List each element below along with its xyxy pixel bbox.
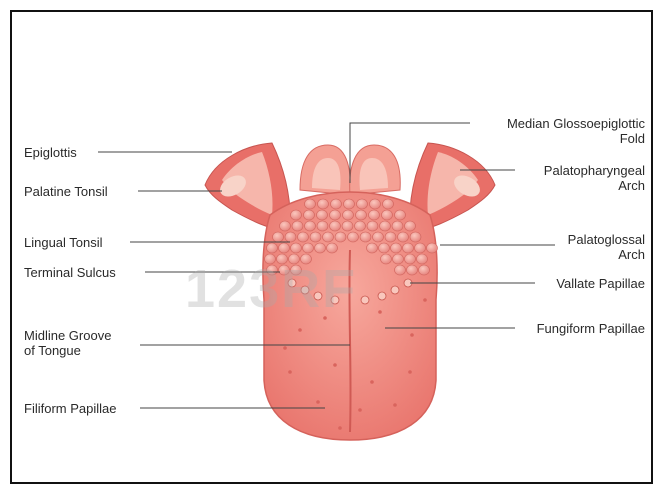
fungiform-dot — [378, 310, 382, 314]
tonsil-bump — [317, 210, 328, 220]
tonsil-bump — [343, 210, 354, 220]
tonsil-bump — [304, 210, 315, 220]
tonsil-bump — [344, 199, 355, 209]
label-terminal-sulcus: Terminal Sulcus — [24, 265, 116, 280]
tonsil-bump — [273, 232, 284, 242]
tonsil-bump — [291, 243, 302, 253]
tonsil-bump — [305, 221, 316, 231]
label-fungiform-papillae: Fungiform Papillae — [537, 321, 645, 336]
tonsil-bump — [381, 254, 392, 264]
tonsil-bump — [407, 265, 418, 275]
tonsil-bump — [285, 232, 296, 242]
fungiform-dot — [408, 370, 412, 374]
fungiform-dot — [358, 408, 362, 412]
label-vallate-papillae: Vallate Papillae — [556, 276, 645, 291]
tonsil-bump — [298, 232, 309, 242]
tonsil-bump — [335, 232, 346, 242]
tonsil-bump — [280, 221, 291, 231]
tonsil-bump — [330, 221, 341, 231]
tonsil-bump — [395, 265, 406, 275]
tonsil-bump — [417, 254, 428, 264]
tonsil-bump — [405, 221, 416, 231]
tonsil-bump — [410, 232, 421, 242]
tonsil-bump — [360, 232, 371, 242]
tonsil-bump — [331, 199, 342, 209]
tonsil-bump — [367, 243, 378, 253]
tonsil-bump — [393, 254, 404, 264]
tonsil-bump — [267, 243, 278, 253]
label-midline-groove: Midline Groove of Tongue — [24, 328, 111, 358]
tonsil-bump — [380, 221, 391, 231]
fungiform-dot — [298, 328, 302, 332]
tonsil-bump — [305, 199, 316, 209]
fungiform-dot — [370, 380, 374, 384]
tonsil-bump — [427, 243, 438, 253]
tonsil-bump — [315, 243, 326, 253]
tonsil-bump — [292, 221, 303, 231]
tonsil-bump — [395, 210, 406, 220]
fungiform-dot — [316, 400, 320, 404]
tonsil-bump — [419, 265, 430, 275]
label-palatopharyngeal-arch: Palatopharyngeal Arch — [544, 163, 645, 193]
tonsil-bump — [330, 210, 341, 220]
fungiform-dot — [288, 370, 292, 374]
label-lingual-tonsil: Lingual Tonsil — [24, 235, 103, 250]
tonsil-bump — [310, 232, 321, 242]
tonsil-bump — [317, 221, 328, 231]
label-median-glossoepiglottic-fold: Median Glossoepiglottic Fold — [507, 116, 645, 146]
fungiform-dot — [333, 363, 337, 367]
tonsil-bump — [323, 232, 334, 242]
tonsil-bump — [303, 243, 314, 253]
tonsil-bump — [382, 210, 393, 220]
tonsil-bump — [318, 199, 329, 209]
tonsil-bump — [383, 199, 394, 209]
vallate-papilla — [378, 292, 386, 300]
fungiform-dot — [283, 346, 287, 350]
fungiform-dot — [423, 298, 427, 302]
tonsil-bump — [342, 221, 353, 231]
label-palatine-tonsil: Palatine Tonsil — [24, 184, 108, 199]
fungiform-dot — [338, 426, 342, 430]
tonsil-bump — [291, 210, 302, 220]
label-palatoglossal-arch: Palatoglossal Arch — [568, 232, 645, 262]
tonsil-bump — [379, 243, 390, 253]
vallate-papilla — [391, 286, 399, 294]
tonsil-bump — [355, 221, 366, 231]
tonsil-bump — [398, 232, 409, 242]
fungiform-dot — [410, 333, 414, 337]
tonsil-bump — [356, 210, 367, 220]
label-filiform-papillae: Filiform Papillae — [24, 401, 116, 416]
tonsil-bump — [369, 210, 380, 220]
tonsil-bump — [370, 199, 381, 209]
tonsil-bump — [357, 199, 368, 209]
watermark: 123RF — [185, 258, 357, 320]
tonsil-bump — [367, 221, 378, 231]
tonsil-bump — [348, 232, 359, 242]
tonsil-bump — [327, 243, 338, 253]
tonsil-bump — [373, 232, 384, 242]
label-epiglottis: Epiglottis — [24, 145, 77, 160]
tonsil-bump — [279, 243, 290, 253]
tonsil-bump — [405, 254, 416, 264]
tonsil-bump — [385, 232, 396, 242]
tonsil-bump — [403, 243, 414, 253]
tonsil-bump — [415, 243, 426, 253]
tonsil-bump — [392, 221, 403, 231]
fungiform-dot — [393, 403, 397, 407]
tonsil-bump — [391, 243, 402, 253]
vallate-papilla — [361, 296, 369, 304]
